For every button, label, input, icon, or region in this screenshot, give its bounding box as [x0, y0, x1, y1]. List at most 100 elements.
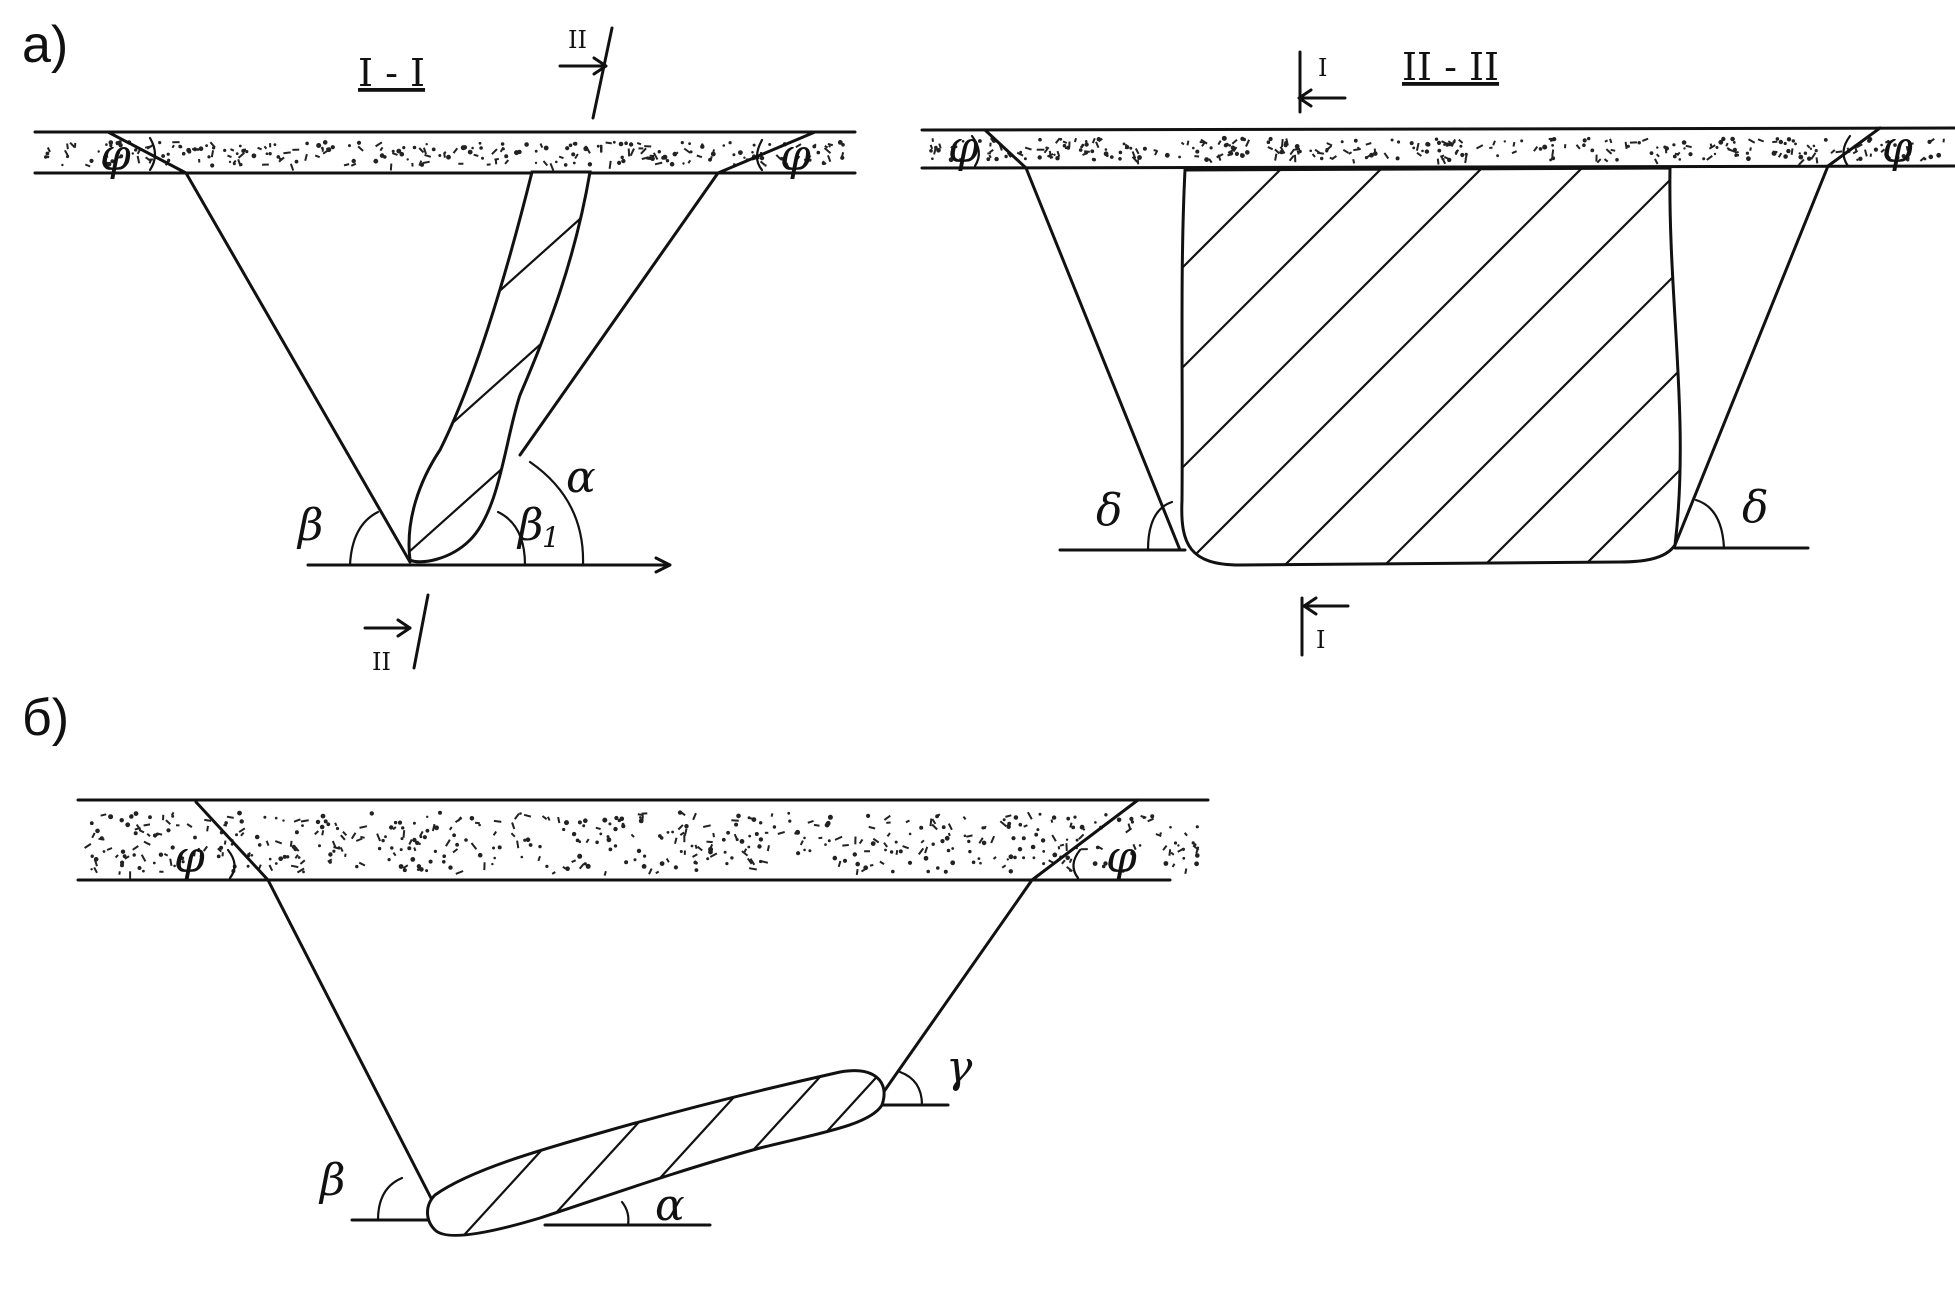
stipple-dot: [425, 869, 429, 873]
stipple-dash: [1055, 137, 1061, 144]
stipple-dot: [661, 156, 665, 160]
stipple-dot: [1814, 149, 1818, 153]
stipple-dash: [1134, 148, 1140, 155]
stipple-dot: [1103, 861, 1108, 866]
stipple-dot: [1182, 856, 1186, 860]
stipple-dash: [924, 846, 929, 854]
stipple-dash: [920, 839, 925, 844]
stipple-dot: [478, 823, 481, 827]
stipple-dot: [543, 145, 549, 151]
stipple-dash: [712, 149, 716, 154]
stipple-dot: [1002, 818, 1006, 822]
stipple-dash: [938, 143, 942, 149]
stipple-dot: [665, 159, 670, 163]
stipple-dot: [1177, 844, 1180, 847]
stipple-dot: [1615, 158, 1619, 162]
stipple-dot: [294, 830, 299, 835]
stipple-dot: [768, 143, 772, 146]
stipple-dot: [477, 852, 483, 858]
stipple-dash: [1830, 149, 1836, 155]
stipple-dot: [1169, 825, 1172, 829]
stipple-dash: [186, 823, 193, 828]
stipple-dash: [1326, 142, 1333, 147]
stipple-dot: [564, 820, 569, 826]
stipple-dot: [1195, 149, 1200, 154]
stipple-dot: [158, 852, 164, 857]
stipple-dash: [694, 860, 698, 864]
stipple-dash: [551, 871, 556, 875]
stipple-dash: [473, 153, 479, 157]
stipple-dot: [1464, 152, 1468, 156]
stipple-dash: [766, 845, 770, 852]
phi-label-right-1: φ: [948, 122, 979, 173]
stipple-dash: [1624, 141, 1628, 150]
stipple-dot: [1138, 844, 1142, 847]
stipple-dash: [84, 843, 92, 849]
stipple-dash: [391, 152, 398, 156]
stipple-dot: [828, 145, 831, 148]
stipple-dash: [289, 163, 295, 171]
stipple-dash: [278, 156, 285, 163]
stipple-dash: [1329, 156, 1334, 161]
stipple-dash: [1317, 151, 1325, 155]
stipple-dot: [1730, 136, 1735, 142]
stipple-dash: [627, 148, 631, 157]
stipple-dash: [227, 154, 232, 159]
stipple-dash: [304, 153, 308, 161]
stipple-dash: [608, 160, 612, 169]
stipple-dot: [161, 154, 166, 158]
stipple-dot: [1718, 139, 1724, 145]
stipple-dot: [1867, 138, 1872, 143]
stipple-dot: [816, 150, 821, 155]
stipple-dot: [1459, 144, 1463, 148]
stipple-dot: [907, 860, 913, 865]
stipple-dot: [1715, 146, 1719, 149]
stipple-dot: [278, 856, 284, 861]
stipple-dot: [223, 148, 227, 152]
ore-body-right: [1180, 166, 1682, 567]
stipple-dash: [344, 853, 347, 858]
stipple-dot: [455, 842, 459, 847]
stipple-dot: [994, 156, 999, 162]
stipple-dot: [399, 848, 403, 852]
stipple-dot: [612, 140, 616, 144]
stipple-dot: [1460, 152, 1465, 158]
stipple-dot: [1582, 143, 1586, 147]
stipple-dash: [445, 839, 451, 847]
stipple-dot: [747, 816, 751, 820]
stipple-dot: [469, 816, 475, 821]
stipple-dash: [360, 835, 365, 839]
stipple-dash: [709, 156, 713, 160]
stipple-dot: [562, 827, 566, 832]
stipple-dash: [1790, 148, 1794, 155]
stipple-dot: [734, 822, 739, 827]
stipple-dot: [381, 838, 385, 843]
stipple-dash: [978, 837, 984, 844]
stipple-dot: [1783, 141, 1787, 146]
stipple-dash: [1815, 157, 1819, 164]
stipple-dot: [355, 864, 359, 869]
stipple-dash: [1056, 150, 1061, 158]
stipple-dash: [983, 825, 987, 830]
stipple-dash: [807, 819, 814, 824]
stipple-dot: [1496, 154, 1499, 158]
stipple-dash: [654, 161, 663, 166]
stipple-dash: [605, 141, 612, 145]
stipple-dash: [823, 147, 832, 154]
stipple-dash: [103, 155, 109, 159]
stipple-dash: [424, 153, 432, 158]
stipple-dash: [1005, 814, 1012, 818]
stipple-dot: [624, 860, 629, 865]
stipple-dash: [392, 826, 397, 831]
stipple-dash: [418, 160, 423, 166]
stipple-dash: [422, 160, 430, 165]
stipple-dash: [1131, 156, 1139, 163]
stipple-dash: [1439, 154, 1445, 158]
stipple-dash: [343, 163, 350, 167]
stipple-dot: [1364, 156, 1368, 160]
stipple-dot: [1901, 154, 1906, 159]
gamma-label: γ: [946, 1042, 973, 1093]
stipple-dot: [1137, 155, 1142, 160]
stipple-dot: [613, 826, 618, 832]
stipple-dash: [799, 840, 804, 846]
